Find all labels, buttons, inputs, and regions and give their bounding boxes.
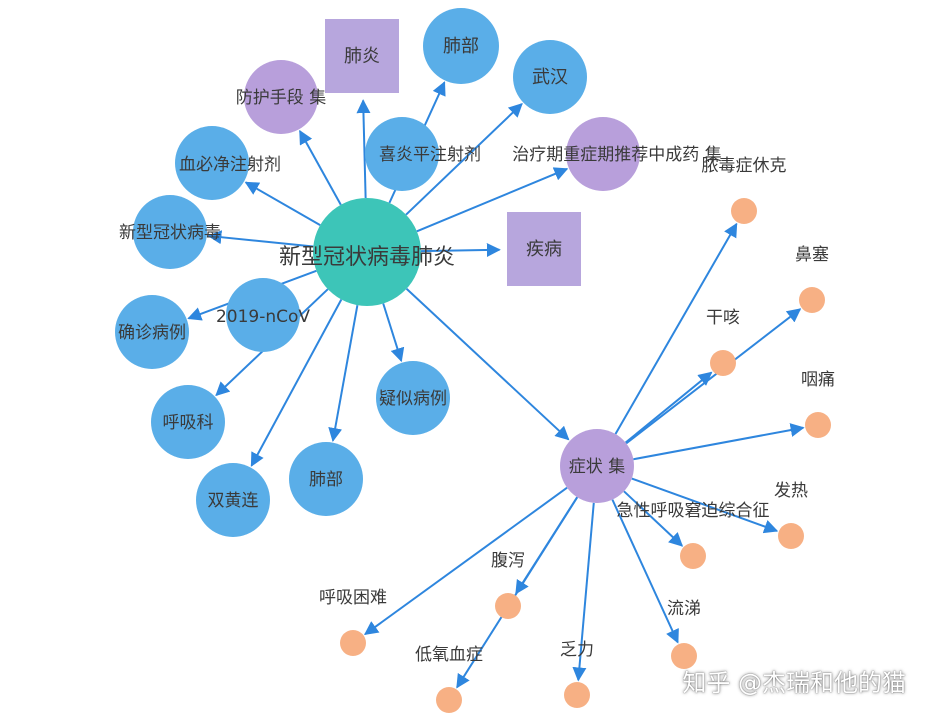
edge-zhengzhuang-to-yantong (633, 423, 805, 461)
node-jixing[interactable] (680, 543, 706, 569)
nodes-layer (115, 8, 831, 713)
edge-center-to-zhengzhuang (405, 288, 570, 441)
node-label-xinxing: 新型冠状病毒 (119, 223, 221, 243)
node-liuti[interactable] (671, 643, 697, 669)
node-label-huxikunnan: 呼吸困难 (319, 588, 387, 608)
edge-zhengzhuang-to-jixing (623, 490, 684, 547)
node-label-ncov: 2019-nCoV (216, 307, 310, 327)
node-label-xuebijing: 血必净注射剂 (179, 155, 281, 175)
node-zhiliao[interactable] (566, 117, 640, 191)
node-shuanghuanglian[interactable] (196, 463, 270, 537)
node-label-wuhan: 武汉 (532, 67, 568, 88)
edge-center-to-fanghu (299, 129, 342, 206)
node-label-fali: 乏力 (560, 640, 594, 660)
node-fali[interactable] (564, 682, 590, 708)
node-yisi[interactable] (376, 361, 450, 435)
edge-center-to-feibu_bottom (328, 304, 359, 442)
edge-center-to-yisi (382, 303, 405, 363)
edge-zhengzhuang-to-fuxie (515, 496, 578, 595)
node-fuxie[interactable] (495, 593, 521, 619)
node-label-fuxie: 腹泻 (491, 551, 525, 571)
node-label-jibing: 疾病 (526, 239, 562, 260)
node-label-nongdu: 脓毒症休克 (702, 156, 787, 176)
node-label-zhiliao: 治疗期重症期推荐中成药 集 (512, 145, 721, 165)
edge-center-to-jibing (420, 242, 501, 257)
node-label-yisi: 疑似病例 (379, 389, 447, 409)
node-label-jixing: 急性呼吸窘迫综合征 (617, 501, 770, 521)
node-huxikunnan[interactable] (340, 630, 366, 656)
node-label-fangyan_sq: 肺炎 (344, 46, 380, 67)
node-nongdu[interactable] (731, 198, 757, 224)
node-label-huxike: 呼吸科 (163, 413, 214, 433)
edges-layer (187, 81, 805, 689)
node-feibu_top[interactable] (423, 8, 499, 84)
node-fanghu[interactable] (244, 60, 318, 134)
node-quezhen[interactable] (115, 295, 189, 369)
edge-center-to-xuebijing (244, 181, 321, 226)
node-huxike[interactable] (151, 385, 225, 459)
node-feibu_bottom[interactable] (289, 442, 363, 516)
edge-zhengzhuang-to-nongdu (614, 222, 738, 435)
node-xiyan[interactable] (365, 117, 439, 191)
node-label-quezhen: 确诊病例 (118, 323, 186, 343)
edge-center-to-shuanghuanglian (250, 299, 343, 467)
node-ncov[interactable] (226, 278, 300, 352)
node-yantong[interactable] (805, 412, 831, 438)
edge-zhengzhuang-to-ganke (625, 371, 713, 444)
node-bisai[interactable] (799, 287, 825, 313)
labels-layer: 新型冠状病毒肺炎肺炎肺部武汉防护手段 集喜炎平注射剂治疗期重症期推荐中成药 集血… (118, 36, 835, 665)
node-label-fanghu: 防护手段 集 (236, 88, 326, 108)
node-label-shuanghuanglian: 双黄连 (208, 491, 259, 511)
edge-zhengzhuang-to-fare (631, 477, 779, 534)
node-fangyan_sq[interactable] (325, 19, 399, 93)
node-label-liuti: 流涕 (667, 599, 701, 619)
node-fare[interactable] (778, 523, 804, 549)
node-label-bisai: 鼻塞 (795, 245, 829, 265)
edge-center-to-wuhan (405, 102, 523, 216)
edge-zhengzhuang-to-bisai (625, 308, 802, 445)
node-zhengzhuang[interactable] (560, 429, 634, 503)
node-wuhan[interactable] (513, 40, 587, 114)
edge-center-to-fangyan_sq (356, 99, 371, 199)
node-label-zhengzhuang: 症状 集 (569, 457, 625, 477)
node-label-fare: 发热 (774, 481, 808, 501)
node-diyang[interactable] (436, 687, 462, 713)
edge-zhengzhuang-to-huxikunnan (364, 486, 568, 636)
node-center[interactable] (313, 198, 421, 306)
edge-zhengzhuang-to-fali (572, 502, 595, 682)
edge-center-to-zhiliao (416, 167, 569, 233)
node-jibing[interactable] (507, 212, 581, 286)
node-label-yantong: 咽痛 (801, 370, 835, 390)
node-label-ganke: 干咳 (706, 308, 740, 328)
node-label-diyang: 低氧血症 (415, 645, 483, 665)
node-label-xiyan: 喜炎平注射剂 (379, 145, 481, 165)
node-label-feibu_bottom: 肺部 (309, 470, 343, 490)
node-label-feibu_top: 肺部 (443, 36, 479, 57)
node-label-center: 新型冠状病毒肺炎 (279, 245, 455, 270)
edge-zhengzhuang-to-liuti (611, 499, 679, 644)
node-xinxing[interactable] (133, 195, 207, 269)
watermark: 知乎 @杰瑞和他的猫 (682, 669, 906, 697)
edge-center-to-xinxing (207, 230, 314, 248)
node-xuebijing[interactable] (175, 126, 249, 200)
node-ganke[interactable] (710, 350, 736, 376)
